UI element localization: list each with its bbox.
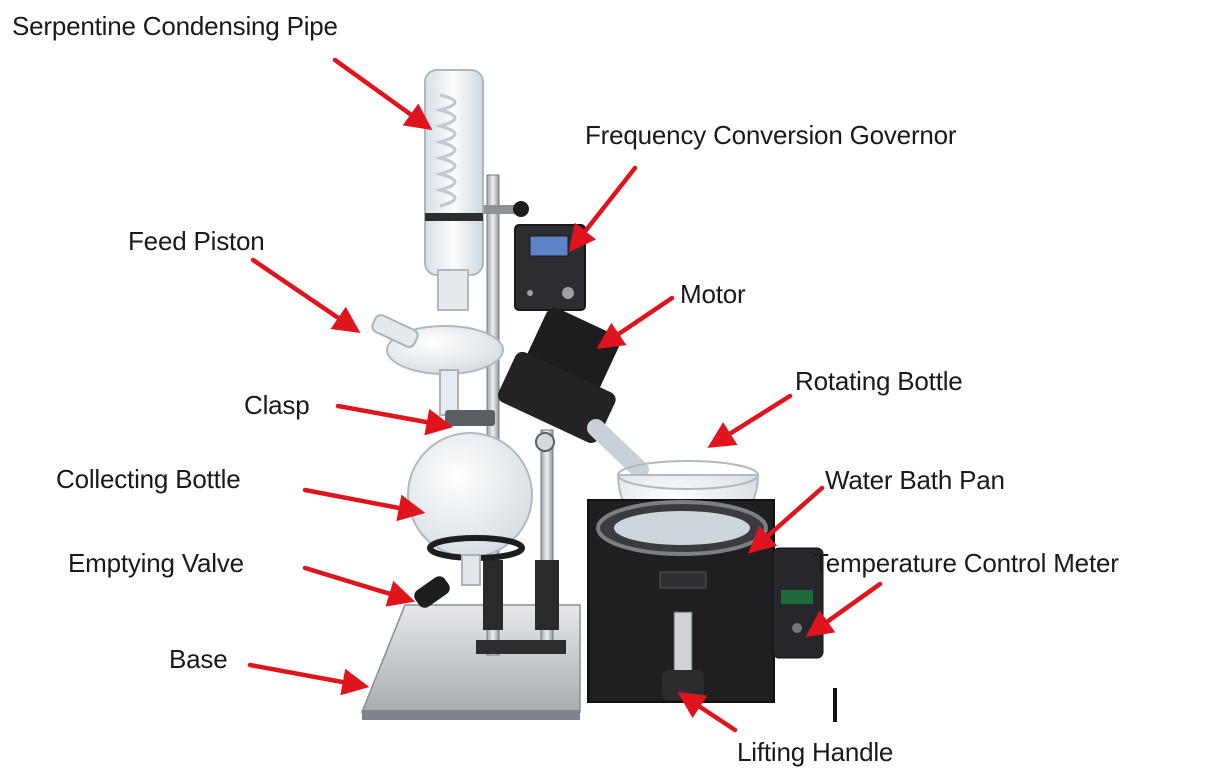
- governor-box: [514, 224, 586, 311]
- label-frequency-conversion-governor: Frequency Conversion Governor: [585, 120, 957, 150]
- arrow-emptying: [302, 565, 416, 607]
- label-lifting-handle: Lifting Handle: [737, 737, 894, 767]
- arrow-serpentine: [332, 57, 433, 131]
- arrow-collecting: [302, 487, 426, 522]
- label-temperature-control-meter: Temperature Control Meter: [813, 548, 1119, 578]
- feed-piston-glass: [371, 314, 504, 416]
- arrow-motor: [596, 295, 675, 350]
- motor-housing: [497, 308, 620, 452]
- label-emptying-valve: Emptying Valve: [68, 548, 244, 578]
- label-feed-piston: Feed Piston: [128, 226, 265, 256]
- label-collecting-bottle: Collecting Bottle: [56, 464, 241, 494]
- label-clasp: Clasp: [244, 390, 310, 420]
- collecting-bottle: [407, 432, 533, 586]
- arrow-lifting: [677, 692, 738, 733]
- arrow-temperature: [805, 581, 883, 638]
- arrow-rotating-bottle: [707, 393, 793, 448]
- condenser-tube: [424, 69, 484, 311]
- arrow-frequency: [568, 165, 638, 253]
- arrow-clasp: [335, 403, 454, 436]
- label-motor: Motor: [680, 279, 746, 309]
- emptying-valve-handle: [414, 576, 450, 608]
- arrow-water-bath: [747, 485, 825, 554]
- callout-arrows: [247, 57, 883, 733]
- label-serpentine-condensing-pipe: Serpentine Condensing Pipe: [12, 11, 338, 41]
- label-rotating-bottle: Rotating Bottle: [795, 366, 963, 396]
- arrow-feed-piston: [250, 257, 361, 334]
- water-bath-unit: [587, 499, 775, 703]
- label-water-bath-pan: Water Bath Pan: [825, 465, 1005, 495]
- clasp-clamp: [445, 410, 495, 426]
- base-plate: [360, 604, 581, 720]
- arrow-base: [247, 662, 370, 696]
- label-base: Base: [169, 644, 228, 674]
